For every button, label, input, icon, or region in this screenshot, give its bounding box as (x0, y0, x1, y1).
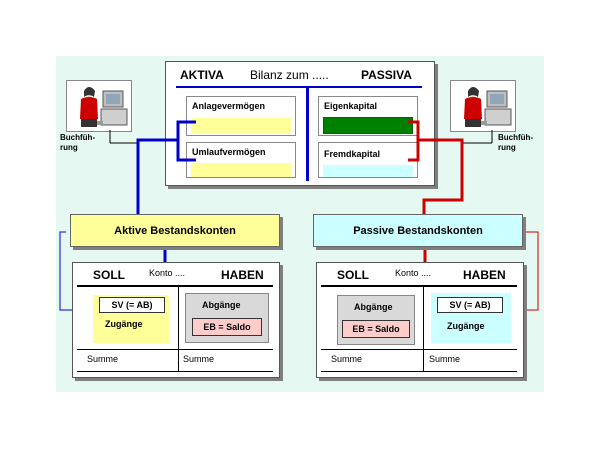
eigenkapital-fill (323, 117, 413, 134)
active-account-t: SOLL Konto .... HABEN SV (= AB) Zugänge … (72, 262, 280, 378)
passiva-bracket (408, 120, 420, 162)
active-soll: SOLL (93, 268, 125, 282)
passive-zugaenge-block: SV (= AB) Zugänge (431, 293, 511, 343)
passive-abgaenge-block: Abgänge EB = Saldo (337, 295, 415, 345)
passive-eb-label: EB = Saldo (352, 324, 400, 334)
person-at-computer-left (66, 80, 132, 132)
passive-soll: SOLL (337, 268, 369, 282)
passive-sum-line (321, 349, 517, 350)
person-at-computer-right (450, 80, 516, 132)
active-sum-underline (77, 371, 273, 372)
active-konto: Konto .... (149, 268, 186, 278)
aktiva-bracket (176, 120, 196, 162)
anlagevermoegen-box: Anlagevermögen (186, 96, 296, 136)
anlagevermoegen-label: Anlagevermögen (192, 101, 266, 111)
eigenkapital-label: Eigenkapital (324, 101, 378, 111)
fremdkapital-label: Fremdkapital (324, 149, 381, 159)
passive-t-horizontal (321, 285, 517, 287)
active-sv-box: SV (= AB) (99, 297, 165, 313)
active-t-horizontal (77, 285, 273, 287)
passive-sv-label: SV (= AB) (449, 300, 491, 310)
aktiva-connector (136, 138, 178, 215)
passive-konto: Konto .... (395, 268, 432, 278)
active-abgaenge-block: Abgänge EB = Saldo (185, 293, 269, 343)
passiva-label: PASSIVA (361, 68, 412, 82)
umlaufvermoegen-box: Umlaufvermögen (186, 142, 296, 178)
passive-sv-box: SV (= AB) (437, 297, 503, 313)
active-abgaenge-label: Abgänge (202, 300, 241, 310)
passive-eb-box: EB = Saldo (342, 320, 410, 338)
active-zugaenge-label: Zugänge (105, 319, 143, 329)
active-summe-right: Summe (183, 354, 215, 364)
passive-abgaenge-label: Abgänge (354, 302, 393, 312)
anlagevermoegen-fill (191, 118, 291, 134)
passiva-connector (418, 138, 464, 215)
active-t-vertical (178, 285, 179, 371)
person-right-label: Buchfüh- rung (498, 133, 534, 152)
balance-header-line (176, 86, 422, 88)
fremdkapital-fill (323, 165, 413, 177)
active-sv-label: SV (= AB) (111, 300, 153, 310)
balance-title: Bilanz zum ..... (250, 68, 329, 82)
passive-summe-left: Summe (331, 354, 363, 364)
balance-sheet: AKTIVA Bilanz zum ..... PASSIVA Anlageve… (165, 61, 435, 186)
fremdkapital-box: Fremdkapital (318, 142, 418, 178)
umlaufvermoegen-label: Umlaufvermögen (192, 147, 266, 157)
active-zugaenge-block: SV (= AB) Zugänge (93, 295, 169, 343)
passive-sum-underline (321, 371, 517, 372)
active-eb-label: EB = Saldo (203, 322, 251, 332)
person-left-label: Buchfüh- rung (60, 133, 96, 152)
active-accounts-header: Aktive Bestandskonten (70, 214, 280, 247)
passive-zugaenge-label: Zugänge (447, 321, 485, 331)
active-haben: HABEN (221, 268, 264, 282)
eigenkapital-box: Eigenkapital (318, 96, 418, 136)
passive-account-t: SOLL Konto .... HABEN Abgänge EB = Saldo… (316, 262, 524, 378)
passive-t-vertical (423, 285, 424, 371)
aktiva-label: AKTIVA (180, 68, 224, 82)
umlaufvermoegen-fill (191, 163, 291, 177)
passive-summe-right: Summe (429, 354, 461, 364)
balance-divider (306, 86, 309, 181)
passive-sv-arrow-line (510, 231, 539, 311)
active-sum-line (77, 349, 273, 350)
active-eb-box: EB = Saldo (192, 318, 262, 336)
passive-accounts-header: Passive Bestandskonten (313, 214, 523, 247)
person-computer-icon (80, 87, 128, 127)
passive-haben: HABEN (463, 268, 506, 282)
active-summe-left: Summe (87, 354, 119, 364)
person-computer-icon (464, 87, 512, 127)
